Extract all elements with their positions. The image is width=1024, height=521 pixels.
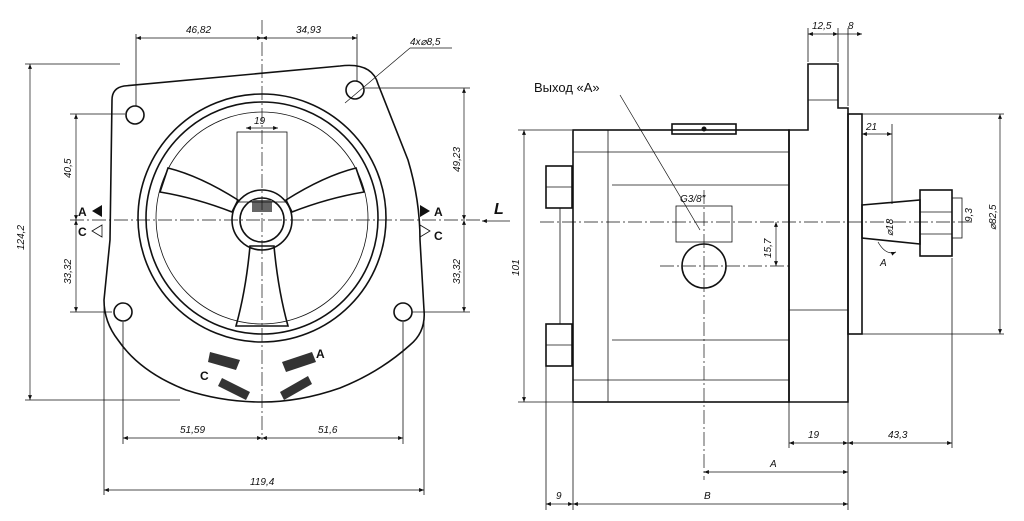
pilot-ring [847, 113, 863, 335]
dim-shaft-21: 21 [865, 122, 877, 133]
dim-top-left: 46,82 [186, 25, 211, 36]
section-arrow-c-right [419, 224, 431, 238]
dim-shaft-diam: ⌀18 [885, 218, 896, 236]
dim-a: A [769, 459, 777, 470]
section-label-c-right: C [434, 229, 443, 243]
dim-flange-8: 8 [848, 21, 854, 32]
dim-shaft-width: 19 [254, 116, 266, 127]
nameplate-dot [701, 126, 707, 132]
rotation-arrow-c-right [280, 376, 312, 400]
mount-hole-top-right [345, 80, 365, 100]
shaft-tip [951, 197, 963, 239]
outlet-leader [619, 94, 701, 231]
dim-b: B [704, 491, 711, 502]
mount-hole-bottom-right [393, 302, 413, 322]
spoke-right [284, 167, 366, 214]
dim-key: 9,3 [964, 208, 975, 222]
dim-port-height: 15,7 [763, 238, 774, 258]
rotation-label-a: A [316, 347, 325, 361]
mount-hole-top-left [125, 105, 145, 125]
flange-outline [103, 64, 426, 403]
rotation-label-c: C [200, 369, 209, 383]
dim-bottom-left: 51,59 [180, 425, 205, 436]
rotation-arrow-a-upper [208, 352, 240, 370]
nameplate [671, 123, 737, 135]
flow-indicator: L [482, 201, 510, 223]
shaft-rotation-arrow [877, 241, 897, 256]
section-arrow-c-left [91, 224, 103, 238]
rotation-arrow-c-left [218, 378, 250, 400]
dim-9: 9 [556, 491, 562, 502]
dim-top-right: 34,93 [296, 25, 321, 36]
section-label-a-left: A [78, 205, 87, 219]
dim-bottom-right: 51,6 [318, 425, 338, 436]
mount-flange [788, 63, 849, 403]
side-view: Выход «А» G3/8" 12,5 8 21 ⌀18 9,3 A ⌀82,… [511, 21, 1004, 510]
section-label-c-left: C [78, 225, 87, 239]
front-view: A C A C A C 46,82 34,93 4x⌀8,5 19 124,2 [16, 20, 480, 495]
dim-flange-12: 12,5 [812, 21, 832, 32]
outlet-label: Выход «А» [534, 80, 600, 95]
spoke-bottom [234, 245, 290, 327]
spoke-left [158, 167, 240, 214]
mount-hole-bottom-left [113, 302, 133, 322]
dim-shaft-43: 43,3 [888, 430, 908, 441]
dim-right-upper: 49,23 [452, 147, 463, 172]
port-thread: G3/8" [680, 194, 706, 205]
dim-overall-width: 119,4 [250, 477, 275, 488]
dim-left-upper: 40,5 [63, 158, 74, 178]
section-label-a-right: A [434, 205, 443, 219]
dim-left-lower: 33,32 [63, 259, 74, 284]
holes-leader [344, 47, 411, 104]
shaft-nut [919, 189, 953, 257]
flow-label: L [494, 201, 504, 218]
section-arrow-a-left [92, 205, 102, 217]
dim-overall-height: 124,2 [16, 225, 27, 250]
rotation-arrow-a-right [282, 352, 316, 372]
dim-pilot-diam: ⌀82,5 [988, 204, 999, 230]
dim-holes: 4x⌀8,5 [410, 37, 441, 48]
dim-mount-19: 19 [808, 430, 820, 441]
dim-right-lower: 33,32 [452, 259, 463, 284]
section-arrow-a-right [420, 205, 430, 217]
shaft-rotation-label: A [879, 258, 887, 269]
dim-body-height: 101 [511, 259, 522, 276]
